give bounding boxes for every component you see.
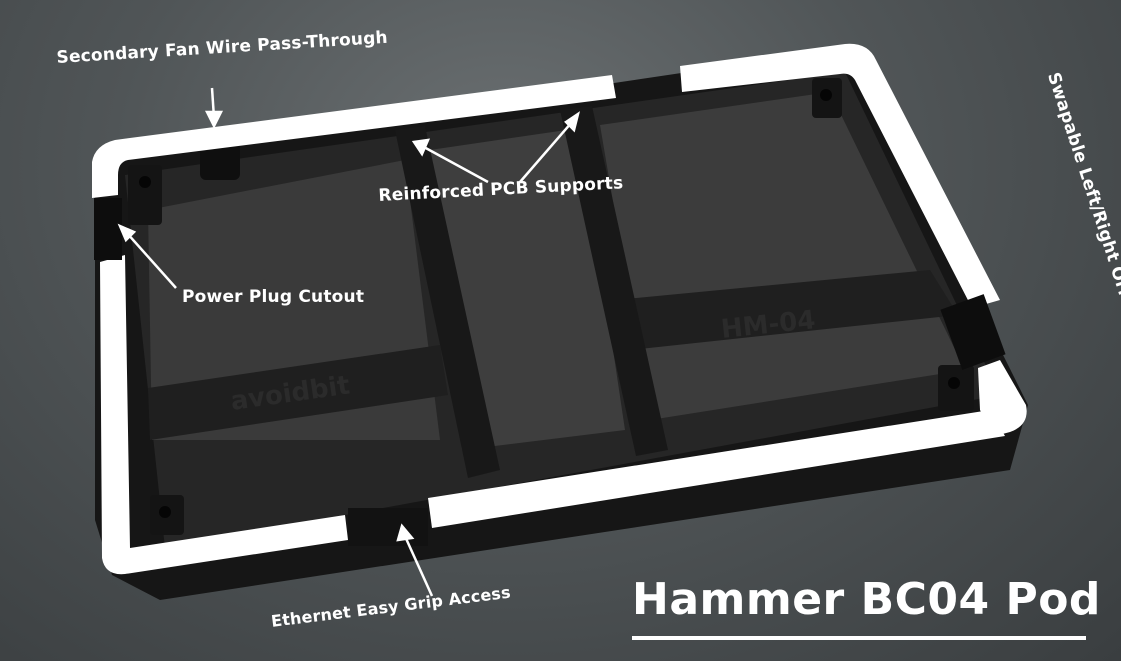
power-plug-cutout (94, 198, 122, 260)
orientation-cutout (940, 294, 1006, 370)
pcb-rib-right (560, 106, 668, 456)
rim-bottom-left (100, 255, 348, 575)
cross-bar-left (148, 345, 448, 440)
fan-wire-notch (200, 140, 240, 180)
callout-arrows (117, 87, 580, 597)
arrow-pcb-right (519, 121, 573, 183)
rim-top-right (680, 43, 1000, 309)
product-title: Hammer BC04 Pod (632, 574, 1101, 625)
pcb-rib-left (395, 126, 500, 478)
arrow-pcb-left (421, 144, 489, 184)
rim-top-left (92, 75, 616, 198)
ethernet-notch (348, 508, 428, 546)
corner-post-tl (128, 165, 162, 225)
floor-panel-mid (430, 128, 625, 450)
callout-power-plug: Power Plug Cutout (182, 287, 365, 307)
title-underline (632, 636, 1086, 640)
cross-bar-right (615, 270, 958, 350)
arrow-ethernet (402, 533, 434, 597)
rim-bottom-right (428, 410, 1005, 528)
arrow-power (125, 231, 177, 289)
